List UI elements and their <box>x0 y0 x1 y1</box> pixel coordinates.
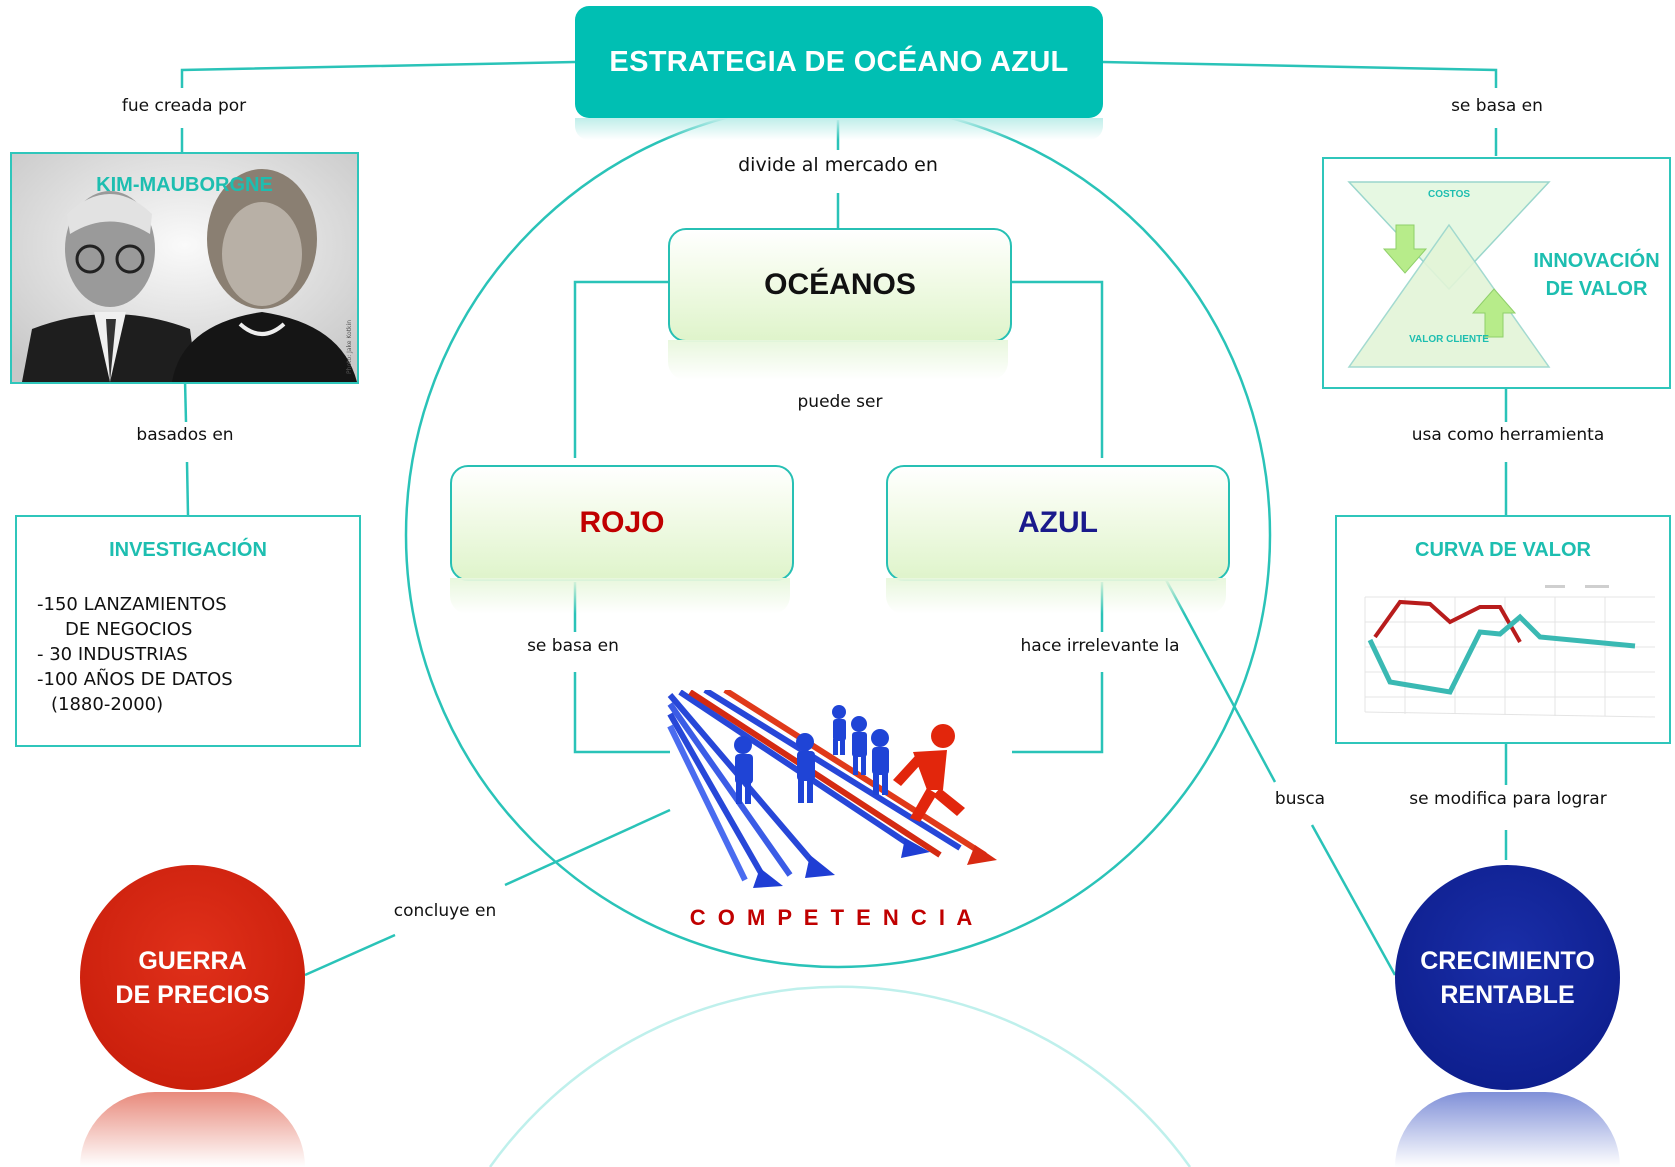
arrow-head-icon <box>805 855 835 878</box>
crecimiento-rentable-circle: CRECIMIENTO RENTABLE <box>1395 865 1620 1090</box>
label-fue-creada-por: fue creada por <box>121 96 247 116</box>
innovacion-title-line2: DE VALOR <box>1545 278 1648 300</box>
node-azul-label: AZUL <box>1018 506 1098 539</box>
panel-curva-de-valor: CURVA DE VALOR <box>1335 515 1671 744</box>
arrow-down-icon <box>1382 224 1428 274</box>
innovacion-title-line1: INNOVACIÓN <box>1533 250 1660 272</box>
curva-title: CURVA DE VALOR <box>1415 539 1591 561</box>
investigacion-line: DE NEGOCIOS <box>65 619 193 640</box>
title-reflection <box>575 118 1103 140</box>
arrow-head-icon <box>901 838 930 858</box>
guerra-line1: GUERRA <box>138 946 247 975</box>
investigacion-title: INVESTIGACIÓN <box>109 539 267 561</box>
panel-kim-mauborgne: KIM-MAUBORGNE Photo: Jake Kotkin <box>10 152 359 384</box>
node-rojo: ROJO <box>450 465 794 581</box>
node-azul-reflection <box>886 578 1226 614</box>
node-oceanos: OCÉANOS <box>668 228 1012 342</box>
competencia-label: C O M P E T E N C I A <box>689 905 976 930</box>
label-hace-irrelevante: hace irrelevante la <box>1020 636 1180 656</box>
label-puede-ser: puede ser <box>797 392 883 412</box>
guerra-reflection <box>80 1092 305 1167</box>
crecimiento-reflection <box>1395 1092 1620 1167</box>
investigacion-line: -100 AÑOS DE DATOS <box>37 669 233 690</box>
title-text: ESTRATEGIA DE OCÉANO AZUL <box>609 45 1069 78</box>
valor-cliente-label: VALOR CLIENTE <box>1409 334 1489 345</box>
costos-label: COSTOS <box>1427 189 1471 200</box>
line-title-to-innovacion <box>1102 60 1498 88</box>
label-concluye-en: concluye en <box>393 901 497 921</box>
circle-reflection <box>488 985 1192 1167</box>
red-runner-figure <box>893 724 965 822</box>
investigacion-line: -150 LANZAMIENTOS <box>37 594 227 615</box>
investigacion-line: - 30 INDUSTRIAS <box>37 644 188 665</box>
runner-figures <box>734 705 889 804</box>
label-busca: busca <box>1274 789 1326 809</box>
node-rojo-reflection <box>450 578 790 614</box>
guerra-line2: DE PRECIOS <box>115 980 270 1009</box>
kim-mauborgne-title: KIM-MAUBORGNE <box>96 174 273 196</box>
line-title-to-kim <box>180 60 576 88</box>
arrow-head-icon <box>753 868 783 888</box>
panel-innovacion-de-valor: COSTOS VALOR CLIENTE INNOVACIÓN DE VALOR <box>1322 157 1671 389</box>
label-se-basa-en-left: se basa en <box>527 636 619 656</box>
arrow-head-icon <box>967 845 997 865</box>
photo-credit: Photo: Jake Kotkin <box>346 320 353 374</box>
investigacion-list: -150 LANZAMIENTOS DE NEGOCIOS - 30 INDUS… <box>37 592 233 717</box>
title-box: ESTRATEGIA DE OCÉANO AZUL <box>575 6 1103 118</box>
kim-mauborgne-photo <box>12 154 357 382</box>
crecimiento-line1: CRECIMIENTO <box>1420 946 1595 975</box>
node-rojo-label: ROJO <box>579 506 665 539</box>
arrow-up-icon <box>1471 288 1517 338</box>
node-oceanos-reflection <box>668 340 1008 380</box>
label-basados-en: basados en <box>136 425 234 445</box>
innovacion-title: INNOVACIÓN DE VALOR <box>1524 247 1669 303</box>
guerra-de-precios-circle: GUERRA DE PRECIOS <box>80 865 305 1090</box>
panel-investigacion: INVESTIGACIÓN -150 LANZAMIENTOS DE NEGOC… <box>15 515 361 747</box>
label-se-modifica: se modifica para lograr <box>1409 789 1607 809</box>
node-oceanos-label: OCÉANOS <box>764 268 916 301</box>
label-se-basa-en-right: se basa en <box>1451 96 1543 116</box>
crecimiento-line2: RENTABLE <box>1440 980 1575 1009</box>
curva-chart-thumbnail <box>1364 585 1656 718</box>
competencia-graphic <box>667 690 997 888</box>
label-usa-como-herramienta: usa como herramienta <box>1411 425 1605 445</box>
node-azul: AZUL <box>886 465 1230 581</box>
innovacion-triangles <box>1347 181 1551 368</box>
investigacion-line: (1880-2000) <box>51 694 164 715</box>
label-divide: divide al mercado en <box>738 154 938 176</box>
